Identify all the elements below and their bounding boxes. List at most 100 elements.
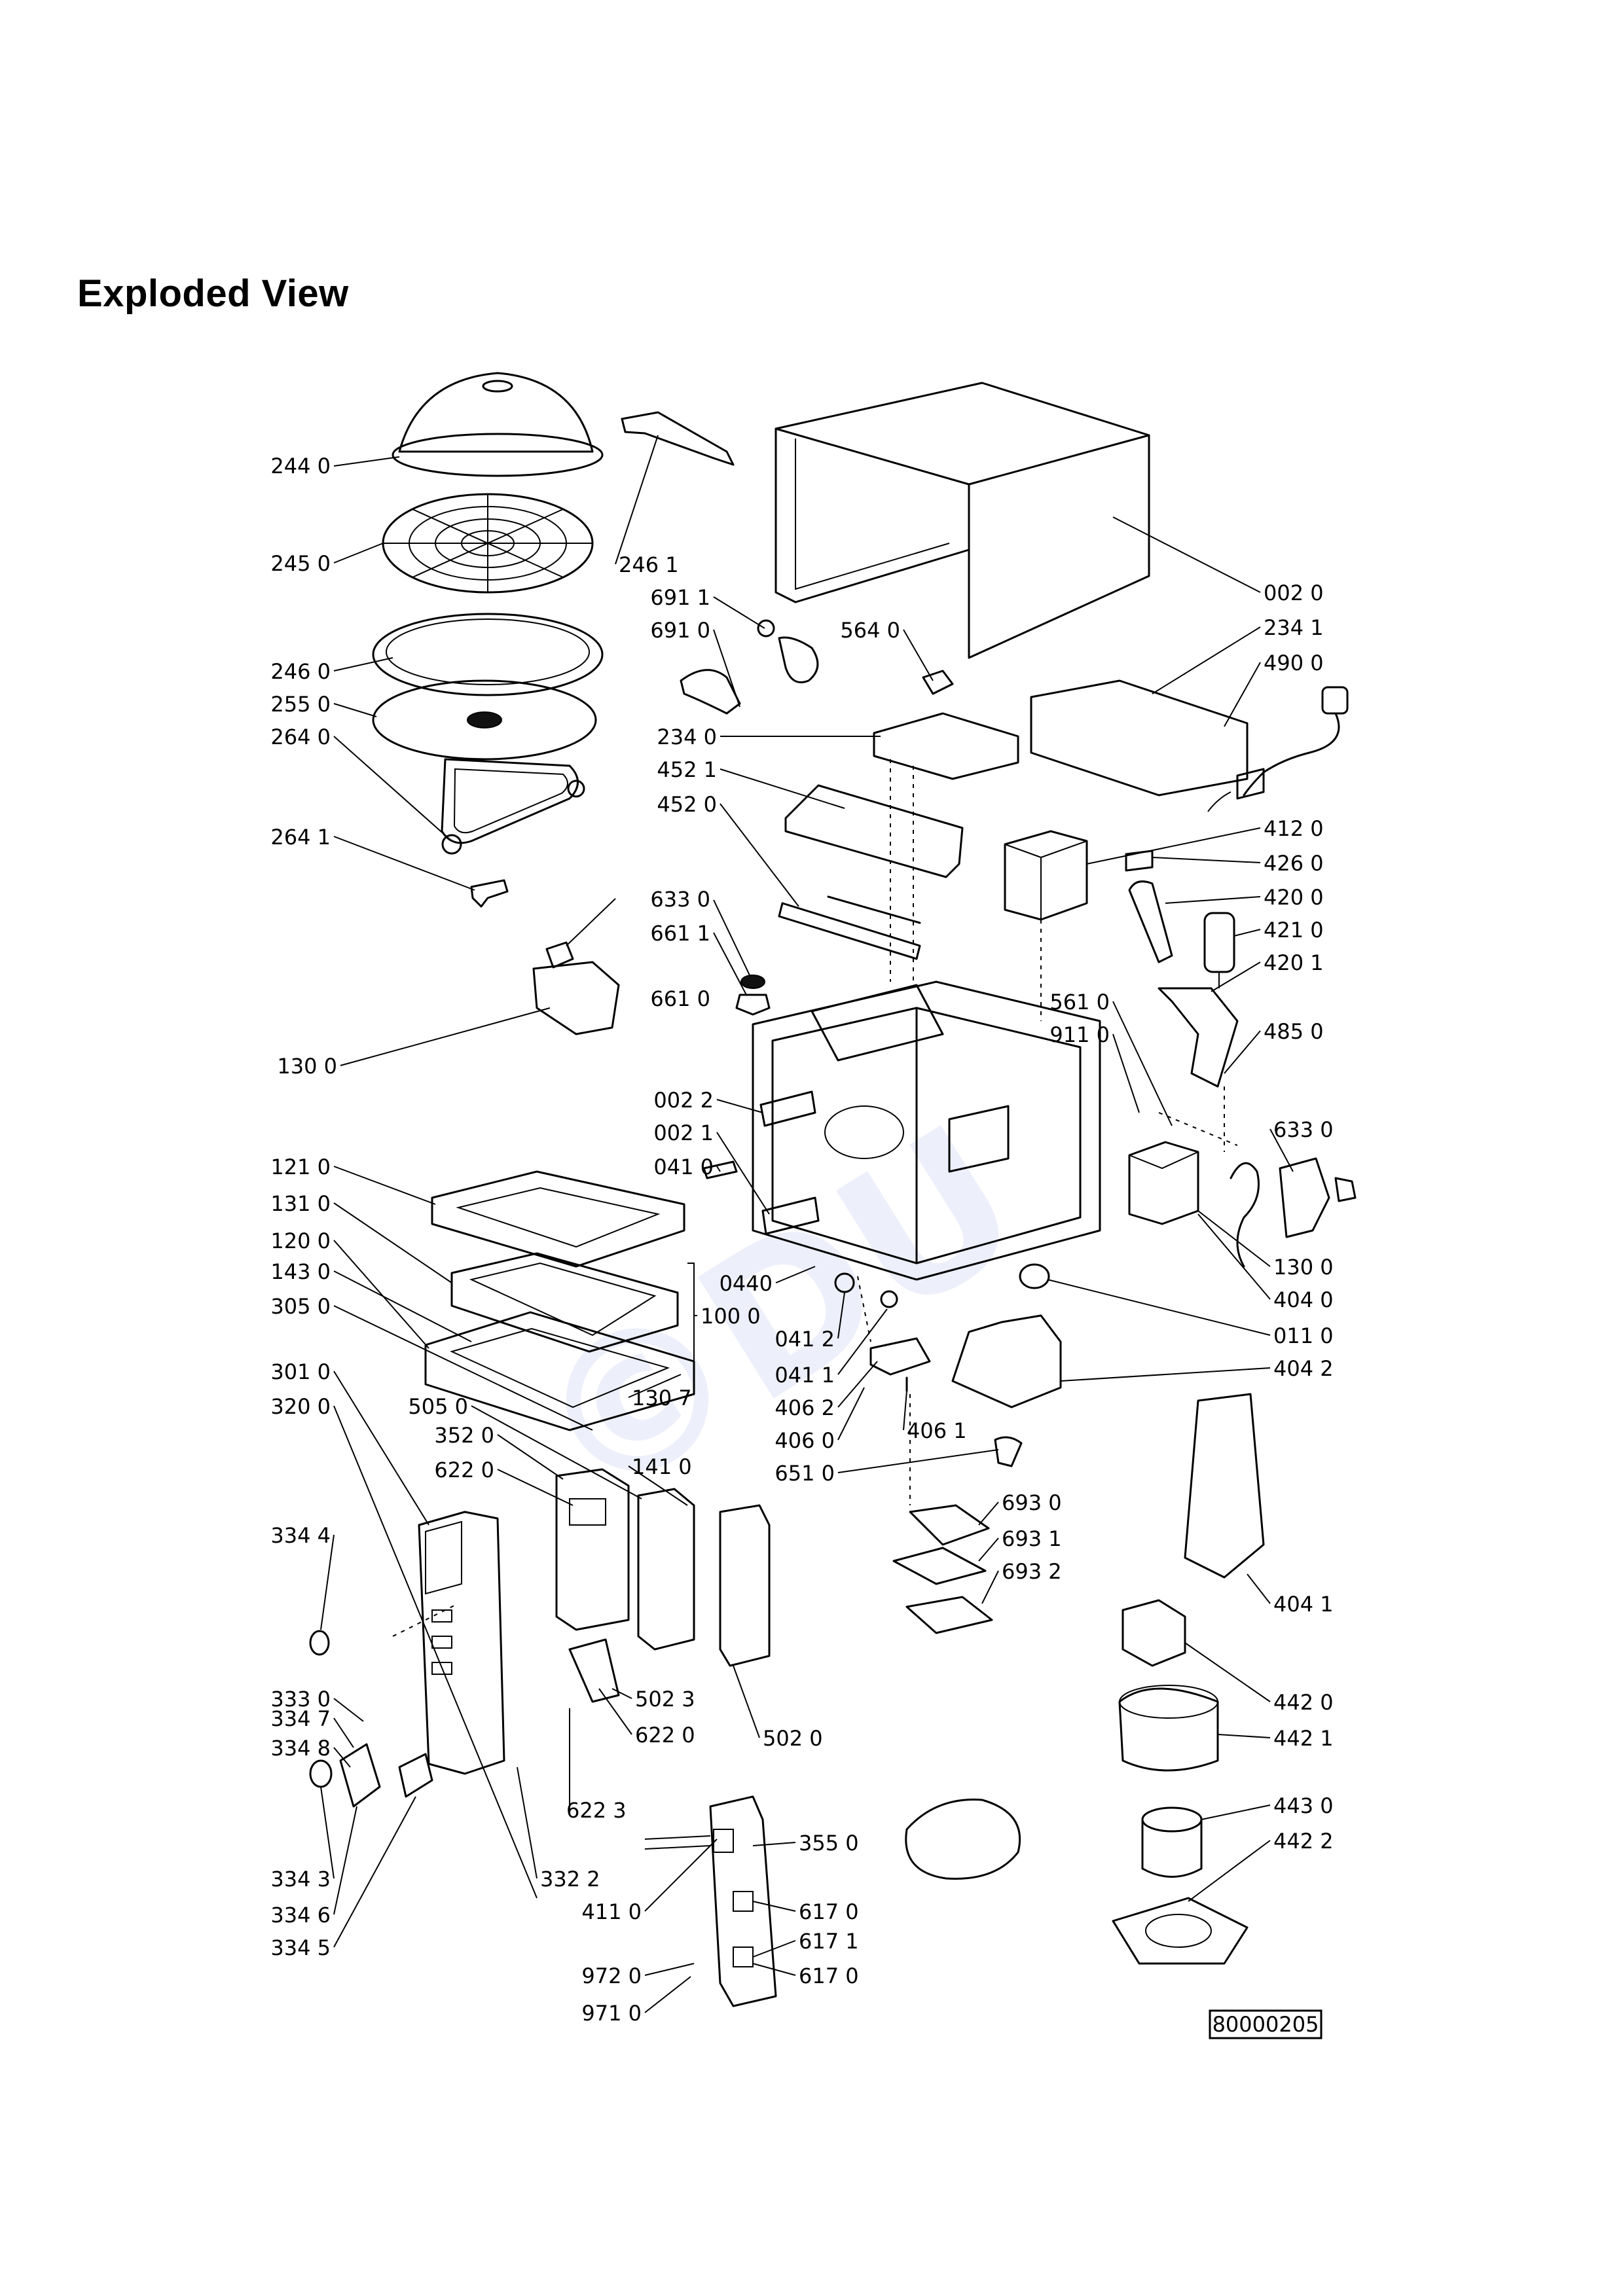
- part-label: 0440: [720, 1271, 773, 1296]
- part-label: 041 0: [653, 1155, 714, 1179]
- part-label: 334 5: [270, 1935, 331, 1960]
- leader-lines: [320, 435, 1294, 2013]
- part-label: 490 0: [1264, 651, 1324, 675]
- switch-part: [1230, 1157, 1357, 1268]
- part-label: 334 4: [270, 1523, 331, 1548]
- part-label: 301 0: [270, 1359, 331, 1384]
- part-label: 246 1: [619, 552, 679, 577]
- cover-channel-part: [873, 712, 1019, 780]
- motor-part: [834, 1272, 931, 1392]
- part-label: 130 0: [277, 1054, 337, 1079]
- part-label: 352 0: [434, 1423, 494, 1448]
- bulb-part: [994, 1436, 1023, 1467]
- part-label: 617 1: [799, 1929, 859, 1954]
- part-label: 633 0: [1273, 1117, 1334, 1142]
- outer-case-part: [775, 382, 1150, 659]
- power-cord-part: [1207, 686, 1349, 812]
- part-label: 443 0: [1273, 1793, 1334, 1818]
- part-label: 245 0: [270, 551, 331, 576]
- part-label: 264 1: [270, 825, 331, 850]
- part-label: 264 0: [270, 725, 331, 749]
- part-label: 244 0: [270, 454, 331, 478]
- power-board-part: [719, 1504, 771, 1667]
- plate-part: [759, 1090, 816, 1127]
- part-label: 420 1: [1264, 950, 1324, 975]
- part-label: 120 0: [270, 1229, 331, 1253]
- part-label: 661 1: [650, 921, 710, 946]
- part-label: 485 0: [1264, 1019, 1324, 1044]
- part-label: 404 0: [1273, 1287, 1334, 1312]
- gasket-part: [905, 1799, 1021, 1880]
- oven-cavity-part: [752, 980, 1101, 1281]
- fan-motor-part: [1118, 1599, 1219, 1772]
- part-label: 305 0: [270, 1294, 331, 1319]
- part-label: 564 0: [840, 618, 900, 643]
- part-label: 426 0: [1264, 851, 1324, 876]
- part-label: 130 0: [1273, 1255, 1334, 1280]
- part-label: 334 7: [270, 1706, 331, 1731]
- part-label: 406 1: [907, 1418, 967, 1443]
- part-label: 452 0: [657, 792, 717, 817]
- fuse-part: [735, 975, 771, 1016]
- part-label: 002 2: [653, 1088, 714, 1113]
- part-labels: 244 0 245 0 246 0 255 0 264 0 264 1 246 …: [270, 454, 1333, 2026]
- part-label: 452 1: [657, 757, 717, 782]
- reflector-part: [784, 784, 964, 878]
- part-label: 633 0: [650, 887, 710, 912]
- reference-number-box: 80000205: [1209, 2009, 1322, 2039]
- holder-part: [1158, 987, 1239, 1088]
- door-assembly-part: [424, 1170, 695, 1431]
- part-label: 320 0: [270, 1394, 331, 1419]
- part-label: 011 0: [1273, 1323, 1334, 1348]
- part-label: 502 3: [635, 1687, 695, 1712]
- part-label: 143 0: [270, 1259, 331, 1284]
- part-label: 972 0: [581, 1964, 642, 1988]
- part-label: 502 0: [763, 1726, 823, 1751]
- part-label: 420 0: [1264, 885, 1324, 910]
- part-label: 411 0: [581, 1899, 642, 1924]
- part-label: 131 0: [270, 1191, 331, 1216]
- foot-part: [1019, 1263, 1050, 1289]
- part-label: 355 0: [799, 1831, 859, 1856]
- plate-part: [761, 1196, 820, 1235]
- part-label: 406 2: [775, 1395, 835, 1420]
- part-label: 255 0: [270, 692, 331, 717]
- grill-rack-part: [382, 493, 594, 594]
- part-label: 334 6: [270, 1903, 331, 1928]
- part-label: 505 0: [408, 1394, 468, 1419]
- coupler-part: [470, 879, 509, 908]
- part-label: 412 0: [1264, 816, 1324, 841]
- part-label: 234 1: [1264, 615, 1324, 640]
- drive-arm-part: [621, 411, 735, 466]
- part-label: 617 0: [799, 1899, 859, 1924]
- vent-duct-part: [1184, 1393, 1265, 1579]
- part-label: 442 2: [1273, 1829, 1334, 1854]
- main-pcb-part: [644, 1795, 777, 2007]
- part-label: 041 2: [775, 1327, 835, 1352]
- part-label: 234 0: [657, 725, 717, 749]
- part-label: 404 1: [1273, 1592, 1334, 1617]
- switch-part: [532, 941, 620, 1035]
- part-label: 693 0: [1002, 1490, 1062, 1515]
- part-label: 121 0: [270, 1155, 331, 1179]
- side-channel-part: [1030, 679, 1249, 797]
- part-label: 691 1: [650, 585, 710, 610]
- dome-cover-part: [392, 372, 604, 477]
- part-label: 002 0: [1264, 581, 1324, 605]
- part-label: 561 0: [1049, 990, 1110, 1014]
- part-label: 651 0: [775, 1461, 835, 1486]
- assembly-guide-lines: [392, 759, 1238, 1637]
- part-label: 141 0: [632, 1454, 692, 1479]
- part-label: 041 1: [775, 1363, 835, 1388]
- part-label: 404 2: [1273, 1356, 1334, 1381]
- part-label: 332 2: [540, 1867, 600, 1892]
- part-label: 971 0: [581, 2001, 642, 2026]
- part-label: 617 0: [799, 1964, 859, 1988]
- part-label: 246 0: [270, 659, 331, 684]
- page-title: Exploded View: [77, 272, 349, 315]
- part-label: 334 8: [270, 1736, 331, 1761]
- part-label: 333 0: [270, 1687, 331, 1712]
- part-label: 334 3: [270, 1867, 331, 1892]
- roller-ring-part: [441, 758, 585, 855]
